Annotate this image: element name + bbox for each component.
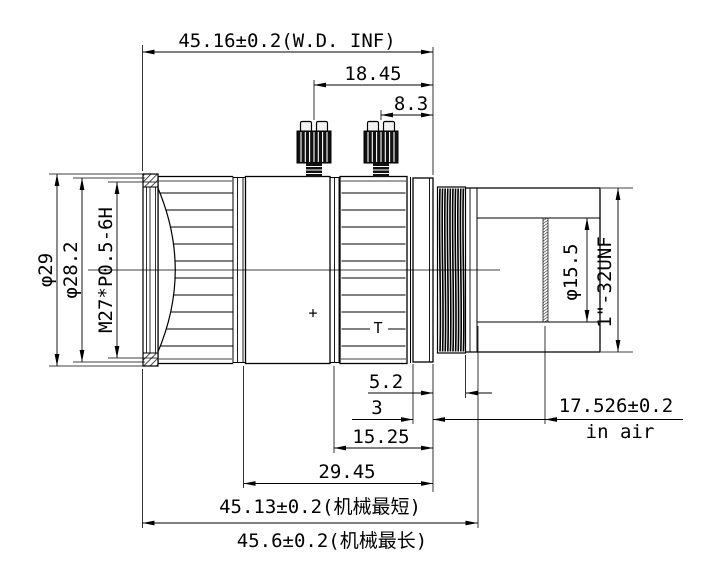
lens-body: + T <box>88 120 601 367</box>
dim-mid-section: 29.45 <box>243 461 433 486</box>
svg-text:3: 3 <box>371 397 382 419</box>
svg-text:φ28.2: φ28.2 <box>60 241 82 298</box>
focus-index-mark: + <box>308 304 317 322</box>
dim-outer-diameter: φ29 <box>35 173 143 367</box>
dim-flange-focal: 17.526±0.2 in air <box>433 395 683 443</box>
section-hatch-top <box>142 173 159 188</box>
svg-text:45.16±0.2(W.D. INF): 45.16±0.2(W.D. INF) <box>178 30 395 52</box>
image-plane-hatch <box>542 217 549 323</box>
dim-mechanical-length: 45.13±0.2(机械最短) 45.6±0.2(机械最长) <box>142 496 478 552</box>
dim-front-thread: M27*P0.5-6H <box>95 181 157 359</box>
section-hatch-bottom <box>142 352 159 367</box>
dim-screw1-to-flange: 18.45 <box>314 63 433 88</box>
dim-front-ring-diameter: φ28.2 <box>60 177 145 363</box>
svg-text:φ29: φ29 <box>35 253 57 287</box>
svg-text:17.526±0.2: 17.526±0.2 <box>559 395 673 417</box>
dim-mount-thread: 1"-32UNF <box>594 187 633 353</box>
svg-text:29.45: 29.45 <box>318 461 375 483</box>
tele-index-mark: T <box>373 319 382 337</box>
svg-text:8.3: 8.3 <box>394 93 428 115</box>
svg-text:15.25: 15.25 <box>352 426 409 448</box>
dim-rear-bore-diameter: φ15.5 <box>560 218 590 322</box>
dimension-annotations: 45.16±0.2(W.D. INF) 18.45 8.3 φ29 φ28.2 <box>35 30 683 552</box>
mechanical-max-label: 45.6±0.2(机械最长) <box>237 530 427 552</box>
svg-text:5.2: 5.2 <box>369 371 403 393</box>
locking-thumbscrew-2 <box>363 120 399 177</box>
svg-text:1"-32UNF: 1"-32UNF <box>594 236 616 328</box>
dim-overall-wd: 45.16±0.2(W.D. INF) <box>142 30 433 55</box>
dim-rear-section: 15.25 <box>334 426 433 451</box>
svg-text:φ15.5: φ15.5 <box>560 243 582 300</box>
svg-text:18.45: 18.45 <box>344 63 401 85</box>
flange-focal-note: in air <box>586 421 655 443</box>
mechanical-min-label: 45.13±0.2(机械最短) <box>219 496 421 518</box>
dim-step-length: 3 <box>352 397 413 422</box>
dim-thread-length: 5.2 <box>368 371 492 396</box>
dim-screw2-to-flange: 8.3 <box>381 93 433 118</box>
svg-text:M27*P0.5-6H: M27*P0.5-6H <box>95 207 117 333</box>
locking-thumbscrew-1 <box>296 120 332 177</box>
